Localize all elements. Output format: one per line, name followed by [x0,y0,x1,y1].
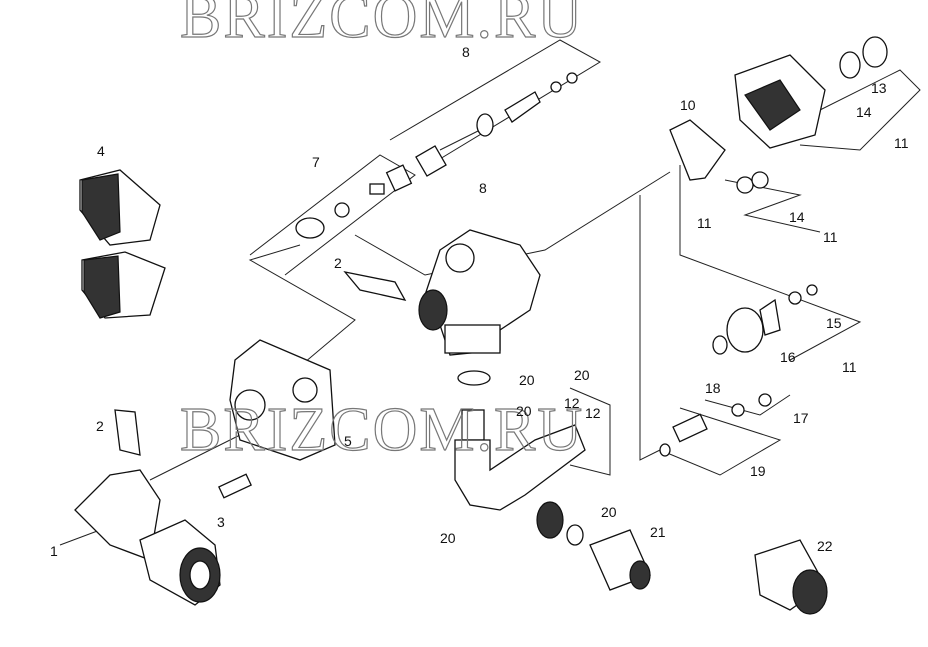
part-4-bracket [79,169,166,319]
part-19-valve [659,393,772,457]
callout-label: 19 [750,463,766,479]
callout-label: 20 [516,403,532,419]
part-5-housing [229,339,336,461]
part-7-valve [295,164,413,239]
callout-label: 7 [312,154,320,170]
part-14-spring [736,171,769,194]
callout-label: 11 [842,359,857,375]
callout-label: 12 [564,395,580,411]
callout-label: 20 [574,367,590,383]
callout-label: 22 [817,538,833,554]
callout-label: 18 [705,380,721,396]
callout-label: 2 [96,418,104,434]
callout-label: 20 [601,504,617,520]
callout-label: 17 [793,410,809,426]
part-3-screw [218,473,252,499]
callout-label: 12 [585,405,601,421]
part-16-valve [712,284,818,355]
part-1-handle [74,469,221,606]
part-21-connector [589,529,651,591]
callout-labels: 8 13 14 11 10 11 4 7 8 14 11 2 15 11 16 … [50,44,909,559]
callout-label: 8 [479,180,487,196]
callout-label: 15 [826,315,842,331]
callout-label: 21 [650,524,666,540]
part-2-clip [114,271,407,456]
callout-label: 1 [50,543,58,559]
callout-label: 14 [789,209,805,225]
callout-label: 20 [519,372,535,388]
watermark-top: BRIZCOM.RU [180,0,584,51]
part-22-coupling [754,539,828,615]
callout-label: 11 [697,215,712,231]
part-11-head [734,36,888,149]
watermark-middle: BRIZCOM.RU [180,396,584,464]
callout-label: 3 [217,514,225,530]
part-8-pump-housing [418,229,541,356]
callout-label: 5 [344,433,352,449]
callout-label: 20 [440,530,456,546]
callout-label: 11 [894,135,909,151]
callout-label: 4 [97,143,105,159]
callout-label: 10 [680,97,696,113]
callout-label: 14 [856,104,872,120]
callout-label: 16 [780,349,796,365]
callout-label: 13 [871,80,887,96]
part-pipe-assembly [454,370,586,546]
callout-label: 8 [462,44,470,60]
callout-label: 2 [334,255,342,271]
callout-label: 11 [823,229,838,245]
part-8-piston-assembly [415,72,578,177]
part-10-diaphragm [669,119,726,181]
leader-lines [59,39,921,546]
